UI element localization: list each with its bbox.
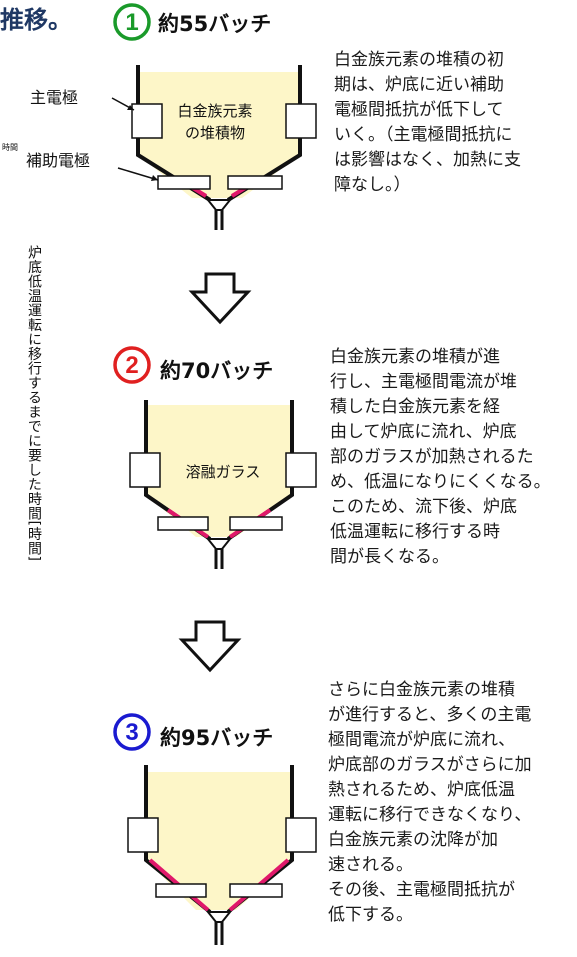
svg-text:3: 3	[125, 719, 138, 746]
stage-1-number: 1	[92, 2, 151, 42]
stage-1-main-electrode-right	[285, 103, 317, 139]
stage-1-aux-electrode-callout: 補助電極	[26, 151, 91, 170]
svg-text:1: 1	[125, 9, 138, 36]
down-arrow-1	[188, 272, 252, 325]
stage-2-furnace	[129, 400, 317, 569]
stage-1-inner-text: 白金族元素 の堆積物	[177, 102, 253, 142]
stage-3-aux-electrode-left	[155, 883, 207, 898]
stage-1-aux-electrode-right	[227, 175, 283, 190]
stage-3-main-electrode-left	[127, 817, 159, 853]
stage-3-aux-electrode-right	[229, 883, 283, 898]
stage-1-main-electrode-left	[131, 103, 163, 139]
stage-2-number: 2	[92, 345, 151, 385]
stage-1-label: 約55バッチ	[158, 12, 272, 36]
stage-3-description: さらに白金族元素の堆積 が進行すると、多くの主電 極間電流が炉底に流れ、 炉底部…	[328, 680, 532, 925]
stage-2-aux-electrode-right	[229, 516, 283, 531]
stage-1-main-electrode-callout: 主電極	[30, 88, 79, 107]
stage-1-time-mark: 時間	[2, 143, 18, 152]
stage-2-main-electrode-left	[129, 452, 161, 488]
time-axis-label: 炉底低温運転に移行するまでに要した時間[時間]	[26, 245, 42, 562]
stage-3-furnace	[127, 765, 317, 945]
down-arrow-2	[178, 620, 242, 673]
stage-2-aux-electrode-left	[157, 516, 209, 531]
header-title-fragment: 推移。	[0, 6, 72, 34]
stage-3-number-circle: 3	[113, 713, 151, 751]
stage-3-label: 約95バッチ	[160, 726, 274, 750]
stage-2-description: 白金族元素の堆積が進 行し、主電極間電流が堆 積した白金族元素を経 由して炉底に…	[330, 347, 551, 567]
stage-2-glass	[146, 405, 292, 537]
stage-1-description: 白金族元素の堆積の初 期は、炉底に近い補助 電極間抵抗が低下して いく。（主電極…	[334, 50, 521, 195]
stage-3-number: 3	[92, 712, 151, 752]
svg-text:2: 2	[125, 352, 138, 379]
stage-2-main-electrode-right	[285, 452, 317, 488]
stage-2-inner-text: 溶融ガラス	[185, 463, 261, 481]
stage-3-glass	[146, 772, 292, 910]
stage-2-number-circle: 2	[113, 346, 151, 384]
stage-2-label: 約70バッチ	[160, 359, 274, 383]
stage-1-number-circle: 1	[113, 3, 151, 41]
stage-1-aux-electrode-left	[157, 175, 211, 190]
stage-3-main-electrode-right	[285, 817, 317, 853]
stage-1-glass	[138, 72, 300, 198]
stage-1-furnace	[111, 65, 317, 230]
